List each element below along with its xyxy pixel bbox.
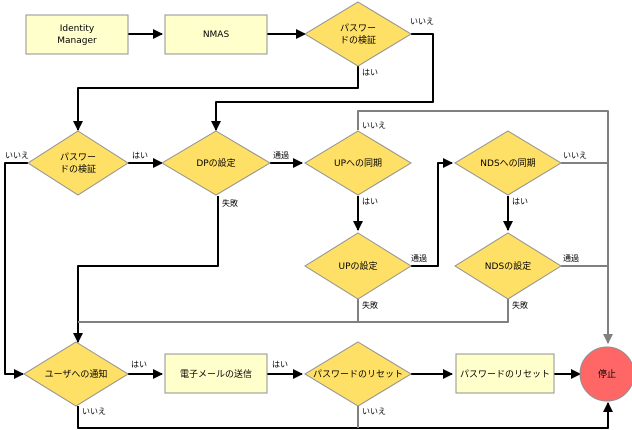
edge-labels: いいえ はい いいえ はい 通過 失敗 いいえ はい 通過 失敗 いいえ はい … [5,17,587,416]
label-ndsset-pass: 通過 [563,253,579,263]
node-nmas: NMAS [164,14,268,55]
nds-sync-label: NDSへの同期 [480,158,535,169]
label-notify-yes: はい [131,360,147,369]
node-identity-manager: Identity Manager [25,14,129,55]
node-password-reset-decision: パスワードのリセット [304,341,412,407]
send-email-label: 電子メールの送信 [180,368,252,380]
label-ndsset-fail: 失敗 [512,300,528,310]
node-send-email: 電子メールの送信 [164,353,268,394]
password-reset-decision-label: パスワードのリセット [313,369,403,380]
label-dp-pass: 通過 [273,150,289,160]
label-upsync-yes: はい [362,197,378,206]
node-password-check-2: パスワー ドの検証 [27,130,129,196]
user-notify-label: ユーザへの通知 [45,368,108,380]
stop-label: 停止 [598,368,616,380]
password-check-2-line2: ドの検証 [60,163,96,175]
edge-upset-pass-to-ndssync [411,158,453,267]
node-stop: 停止 [579,346,632,402]
label-check1-yes: はい [362,68,378,77]
identity-manager-line1: Identity [60,24,95,34]
node-dp-setting: DPの設定 [161,130,271,196]
edge-notify-no-to-stop [77,402,613,429]
dp-setting-label: DPの設定 [196,157,235,169]
label-check1-no: いいえ [410,17,434,26]
node-nds-setting: NDSの設定 [454,232,562,300]
identity-manager-line2: Manager [57,36,97,46]
label-email-yes: はい [272,360,288,369]
node-up-setting: UPの設定 [304,232,412,300]
nds-setting-label: NDSの設定 [485,260,531,272]
label-dp-fail: 失敗 [222,198,238,208]
edge-check1-no-to-dp [211,33,434,131]
label-ndssync-no: いいえ [563,151,587,160]
node-up-sync: UPへの同期 [304,130,412,196]
node-nds-sync: NDSへの同期 [454,130,562,196]
edge-check2-no-to-notify [4,162,28,379]
label-check2-yes: はい [132,151,148,160]
up-setting-label: UPの設定 [338,260,377,272]
edge-ndsset-fail-to-notify [358,298,509,323]
edge-upset-fail-to-notify [78,298,359,323]
label-upset-fail: 失敗 [362,300,378,310]
label-notify-no: いいえ [82,407,106,416]
label-ndssync-yes: はい [512,197,528,206]
label-upsync-no: いいえ [362,121,386,130]
nmas-label: NMAS [203,30,230,40]
password-check-1-line2: ドの検証 [340,34,376,46]
edge-dp-fail-to-notify [73,196,219,343]
edge-upsync-no-to-stop [357,110,613,344]
node-user-notify: ユーザへの通知 [23,341,129,407]
label-upset-pass: 通過 [411,253,427,263]
password-check-1-line1: パスワー [340,23,376,34]
edge-check1-yes-to-check2 [73,62,359,131]
label-check2-no: いいえ [5,151,29,160]
password-reset-process-label: パスワードのリセット [460,369,550,380]
up-sync-label: UPへの同期 [334,158,382,169]
label-reset-no: いいえ [362,407,386,416]
node-password-reset-process: パスワードのリセット [455,353,555,394]
password-check-2-line1: パスワー [60,152,96,163]
node-password-check-1: パスワー ドの検証 [304,1,412,67]
edges [4,29,613,429]
